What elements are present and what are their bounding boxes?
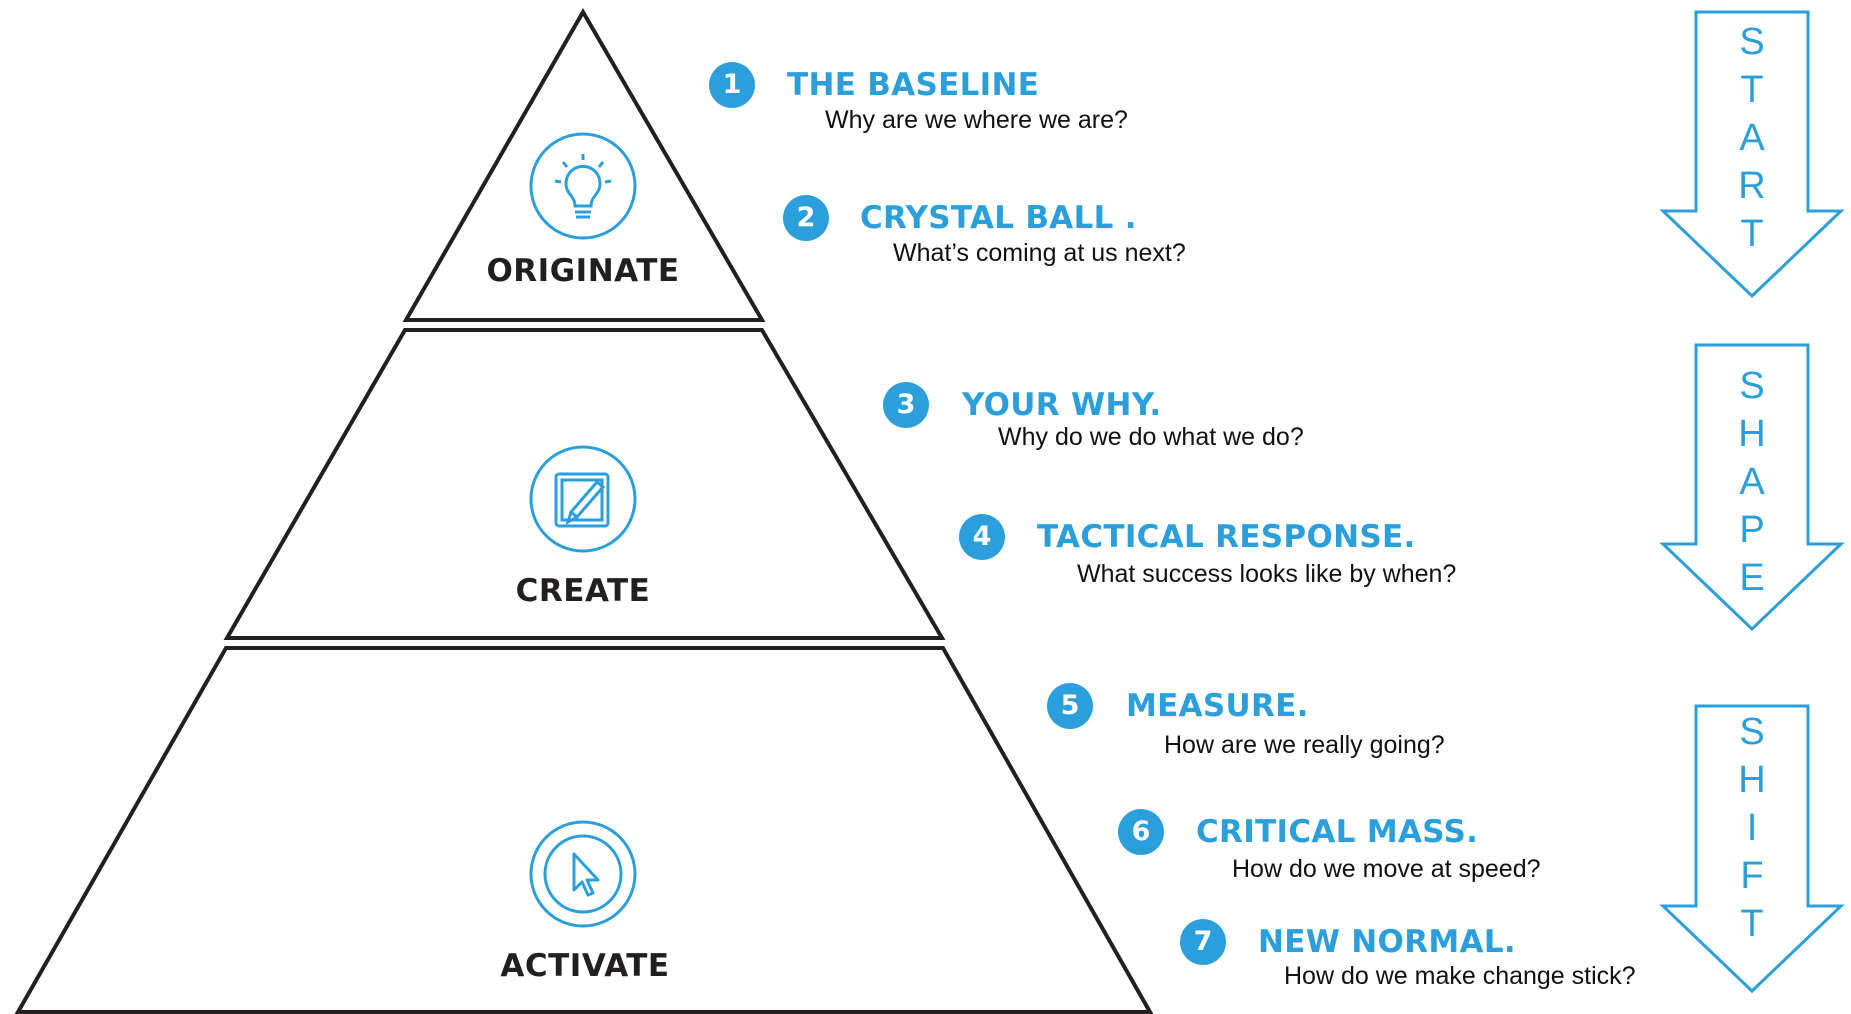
step-title: CRITICAL MASS. (1196, 814, 1479, 850)
step-number-badge: 3 (883, 382, 929, 428)
arrow-letter: T (1740, 69, 1764, 111)
step-number-badge: 2 (783, 195, 829, 241)
step-title: MEASURE. (1126, 688, 1309, 724)
start-arrow (1659, 10, 1845, 299)
arrow-letter: A (1739, 117, 1765, 159)
step-question: How do we move at speed? (1232, 855, 1541, 883)
arrow-letter: S (1739, 21, 1765, 63)
shape-arrow-label: S H A P E (1732, 362, 1772, 602)
arrow-letter: I (1746, 807, 1758, 849)
step-question: What success looks like by when? (1077, 560, 1457, 588)
shift-arrow-label: S H I F T (1732, 708, 1772, 948)
lightbulb-icon (529, 132, 637, 240)
arrow-letter: A (1739, 461, 1765, 503)
arrow-letter: H (1738, 759, 1766, 801)
step-number-badge: 1 (709, 62, 755, 108)
cursor-arrow-icon (529, 820, 637, 928)
step-question: How do we make change stick? (1284, 962, 1636, 990)
pyramid-tier-create (223, 328, 946, 640)
step-number-badge: 5 (1047, 683, 1093, 729)
arrow-letter: P (1739, 509, 1765, 551)
shift-arrow (1659, 704, 1845, 994)
step-title: YOUR WHY. (962, 387, 1162, 423)
arrow-letter: E (1739, 557, 1765, 599)
pyramid-tier-activate (14, 646, 1154, 1014)
arrow-letter: S (1739, 365, 1765, 407)
pencil-edit-icon (529, 445, 637, 553)
step-number-badge: 7 (1180, 919, 1226, 965)
shape-arrow (1659, 343, 1845, 632)
step-number-badge: 4 (959, 514, 1005, 560)
tier-label-originate: ORIGINATE (486, 253, 680, 289)
arrow-letter: H (1738, 413, 1766, 455)
arrow-letter: R (1738, 165, 1766, 207)
step-title: NEW NORMAL. (1258, 924, 1516, 960)
step-question: What’s coming at us next? (893, 239, 1186, 267)
tier-label-create: CREATE (515, 573, 651, 609)
step-question: How are we really going? (1164, 731, 1445, 759)
step-title: TACTICAL RESPONSE. (1037, 519, 1416, 555)
arrow-letter: T (1740, 903, 1764, 945)
start-arrow-label: S T A R T (1732, 18, 1772, 258)
step-question: Why are we where we are? (825, 106, 1128, 134)
arrow-letter: S (1739, 711, 1765, 753)
arrow-letter: T (1740, 213, 1764, 255)
tier-label-activate: ACTIVATE (500, 948, 670, 984)
step-title: THE BASELINE (787, 67, 1040, 103)
step-number-badge: 6 (1118, 809, 1164, 855)
step-question: Why do we do what we do? (998, 423, 1304, 451)
step-title: CRYSTAL BALL . (860, 200, 1137, 236)
arrow-letter: F (1740, 855, 1764, 897)
